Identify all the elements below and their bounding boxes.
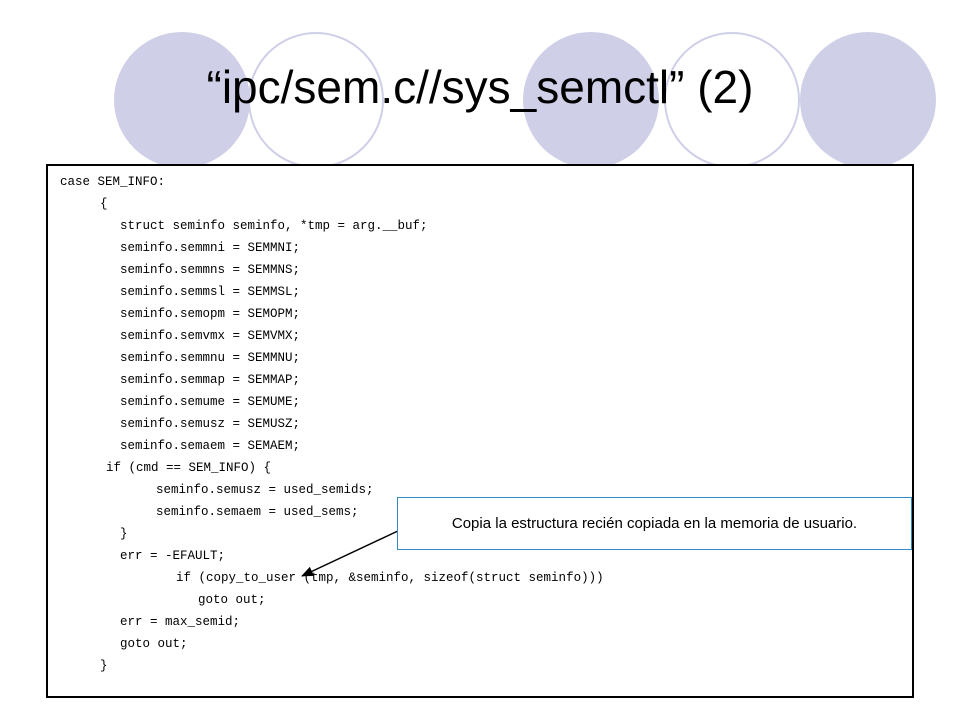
- code-line: seminfo.semusz = SEMUSZ;: [120, 417, 301, 431]
- code-line: seminfo.semume = SEMUME;: [120, 395, 301, 409]
- code-line: seminfo.semmap = SEMMAP;: [120, 373, 301, 387]
- callout-text: Copia la estructura recién copiada en la…: [451, 515, 858, 532]
- code-line: {: [100, 197, 108, 211]
- code-line: seminfo.semaem = SEMAEM;: [120, 439, 301, 453]
- code-line: struct seminfo seminfo, *tmp = arg.__buf…: [120, 219, 428, 233]
- code-line: if (cmd == SEM_INFO) {: [106, 461, 272, 475]
- code-line: }: [120, 527, 128, 541]
- code-line: case SEM_INFO:: [60, 175, 166, 189]
- code-line: seminfo.semmnu = SEMMNU;: [120, 351, 301, 365]
- code-line: goto out;: [120, 637, 188, 651]
- callout-box: Copia la estructura recién copiada en la…: [397, 497, 912, 550]
- code-line: err = -EFAULT;: [120, 549, 226, 563]
- code-line: seminfo.semusz = used_semids;: [156, 483, 374, 497]
- decor-circle-1: [114, 32, 250, 168]
- code-line: seminfo.semmns = SEMMNS;: [120, 263, 301, 277]
- code-line: seminfo.semopm = SEMOPM;: [120, 307, 301, 321]
- code-line: goto out;: [198, 593, 266, 607]
- slide-title: “ipc/sem.c//sys_semctl” (2): [206, 61, 754, 113]
- code-block: case SEM_INFO: { struct seminfo seminfo,…: [46, 164, 914, 698]
- code-line: seminfo.semvmx = SEMVMX;: [120, 329, 301, 343]
- code-line: }: [100, 659, 108, 673]
- code-line: seminfo.semmni = SEMMNI;: [120, 241, 301, 255]
- code-line: if (copy_to_user (tmp, &seminfo, sizeof(…: [176, 571, 604, 585]
- code-line: seminfo.semaem = used_sems;: [156, 505, 359, 519]
- code-line: err = max_semid;: [120, 615, 241, 629]
- decor-circle-5: [800, 32, 936, 168]
- decor-circle-3: [523, 32, 659, 168]
- code-line: seminfo.semmsl = SEMMSL;: [120, 285, 301, 299]
